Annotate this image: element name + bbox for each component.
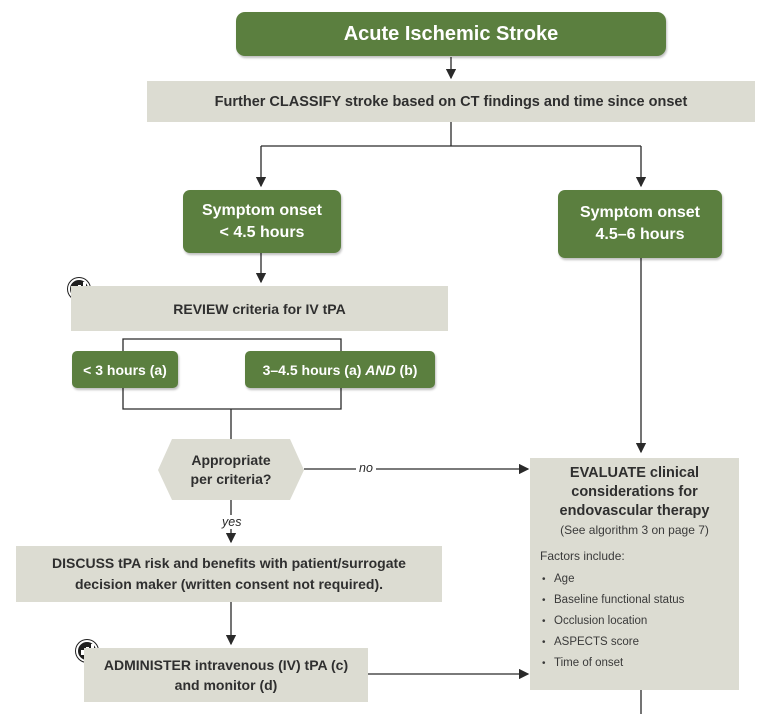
classify-text: Further CLASSIFY stroke based on CT find… bbox=[214, 93, 688, 110]
evaluate-line2: considerations for bbox=[571, 484, 698, 500]
decision-text: Appropriate per criteria? bbox=[156, 439, 306, 501]
administer-line2: and monitor (d) bbox=[174, 677, 278, 693]
no-label: no bbox=[356, 461, 376, 475]
list-item: ASPECTS score bbox=[540, 632, 729, 653]
range-345-pre: 3–4.5 hours (a) bbox=[262, 361, 366, 378]
administer-line1: ADMINISTER intravenous (IV) tPA (c) bbox=[103, 657, 349, 673]
decision-hexagon bbox=[158, 439, 304, 500]
discuss-line2: decision maker (written consent not requ… bbox=[74, 576, 384, 592]
classify-box: Further CLASSIFY stroke based on CT find… bbox=[147, 81, 755, 122]
evaluate-line3: endovascular therapy bbox=[559, 503, 710, 519]
discuss-line1: DISCUSS tPA risk and benefits with patie… bbox=[52, 555, 406, 571]
factors-label: Factors include: bbox=[540, 549, 625, 563]
under-3-hours-box: < 3 hours (a) bbox=[72, 351, 178, 388]
administer-box: ADMINISTER intravenous (IV) tPA (c) and … bbox=[84, 648, 368, 702]
onset-short-box: Symptom onset < 4.5 hours bbox=[183, 190, 341, 253]
evaluate-title: EVALUATE clinical considerations for end… bbox=[540, 464, 729, 521]
list-item: Age bbox=[540, 569, 729, 590]
review-box: REVIEW criteria for IV tPA bbox=[71, 286, 448, 331]
range-345-and: AND bbox=[365, 361, 396, 378]
review-text: REVIEW criteria for IV tPA bbox=[173, 300, 346, 317]
onset-long-box: Symptom onset 4.5–6 hours bbox=[558, 190, 722, 258]
title-text: Acute Ischemic Stroke bbox=[343, 22, 559, 45]
factors-section: Factors include: Age Baseline functional… bbox=[540, 549, 729, 674]
title-box: Acute Ischemic Stroke bbox=[236, 12, 666, 56]
onset-long-line1: Symptom onset bbox=[579, 204, 700, 221]
evaluate-box: EVALUATE clinical considerations for end… bbox=[530, 458, 739, 690]
onset-short-line1: Symptom onset bbox=[201, 201, 322, 219]
decision-line2: per criteria? bbox=[190, 471, 272, 487]
yes-label: yes bbox=[219, 515, 245, 529]
range-345-post: (b) bbox=[395, 361, 418, 378]
list-item: Time of onset bbox=[540, 653, 729, 674]
factors-list: Age Baseline functional status Occlusion… bbox=[540, 569, 729, 674]
range-345-box: 3–4.5 hours (a) AND (b) bbox=[245, 351, 435, 388]
list-item: Baseline functional status bbox=[540, 590, 729, 611]
onset-short-line2: < 4.5 hours bbox=[219, 223, 305, 241]
onset-long-line2: 4.5–6 hours bbox=[595, 226, 685, 243]
decision-line1: Appropriate bbox=[191, 452, 271, 468]
evaluate-subtitle: (See algorithm 3 on page 7) bbox=[560, 523, 709, 537]
list-item: Occlusion location bbox=[540, 611, 729, 632]
under-3-hours-text: < 3 hours (a) bbox=[83, 361, 167, 378]
discuss-box: DISCUSS tPA risk and benefits with patie… bbox=[16, 546, 442, 602]
evaluate-line1: EVALUATE clinical bbox=[569, 465, 700, 481]
